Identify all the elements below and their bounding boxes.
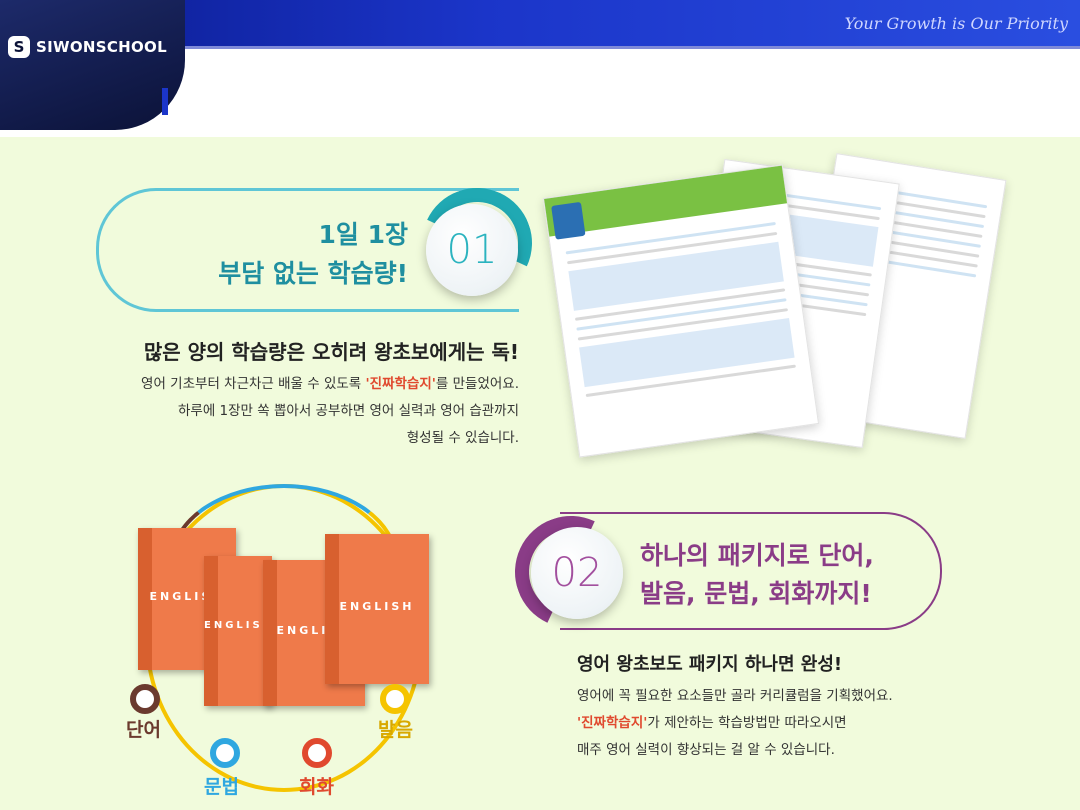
- feature2-subheading: 영어 왕초보도 패키지 하나면 완성!: [577, 654, 843, 675]
- highlight-text: '진짜학습지': [577, 715, 648, 731]
- worksheet-day-tag: [551, 201, 586, 240]
- book-cover-4: ENGLISH: [325, 534, 429, 684]
- feature1-subheading: 많은 양의 학습량은 오히려 왕초보에게는 독!: [143, 340, 519, 364]
- book-title: ENGLISH: [339, 600, 415, 613]
- logo-s-icon: S: [8, 36, 30, 58]
- topic-label-word: 단어: [126, 719, 161, 741]
- topic-dot-pronunciation: [380, 684, 410, 714]
- body-text: 를 만들었어요.: [435, 376, 519, 392]
- feature1-heading-line2: 부담 없는 학습량!: [218, 259, 408, 288]
- topic-label-conversation: 회화: [299, 776, 334, 798]
- slogan-text: Your Growth is Our Priority: [844, 14, 1068, 33]
- feature2-heading-line1: 하나의 패키지로 단어,: [640, 541, 874, 570]
- badge-02-number: 02: [531, 527, 623, 619]
- feature2-body-line3: 매주 영어 실력이 향상되는 걸 알 수 있습니다.: [577, 742, 835, 758]
- worksheet-lines: [565, 215, 797, 404]
- badge-02-frame: [560, 512, 942, 630]
- feature1-body-line1: 영어 기초부터 차근차근 배울 수 있도록 '진짜학습지'를 만들었어요.: [141, 372, 519, 392]
- title-marker: [162, 88, 168, 115]
- feature2-body-line1: 영어에 꼭 필요한 요소들만 골라 커리큘럼을 기획했어요.: [577, 688, 893, 704]
- topic-label-pronunciation: 발음: [378, 719, 413, 741]
- feature1-body-line2: 하루에 1장만 쏙 뽑아서 공부하면 영어 실력과 영어 습관까지: [178, 403, 519, 419]
- topic-label-grammar: 문법: [204, 776, 239, 798]
- badge-01-number: 01: [426, 204, 518, 296]
- topic-dot-word: [130, 684, 160, 714]
- worksheet-image-1: [542, 164, 820, 458]
- body-text: 가 제안하는 학습방법만 따라오시면: [647, 715, 847, 731]
- feature1-body-line3: 형성될 수 있습니다.: [406, 430, 519, 446]
- topic-dot-grammar: [210, 738, 240, 768]
- logo-text: SIWONSCHOOL: [36, 38, 167, 56]
- topic-dot-conversation: [302, 738, 332, 768]
- feature1-heading-line1: 1일 1장: [318, 220, 409, 249]
- badge-01-frame: [96, 188, 519, 312]
- feature2-body-line2: '진짜학습지'가 제안하는 학습방법만 따라오시면: [577, 711, 847, 731]
- book-title: ENGLISH: [149, 590, 225, 603]
- book-cover-2: ENGLISH: [204, 556, 272, 706]
- body-text: 영어 기초부터 차근차근 배울 수 있도록: [141, 376, 366, 392]
- book-title: ENGLISH: [204, 620, 275, 631]
- brand-logo: S SIWONSCHOOL: [8, 36, 167, 58]
- logo-tab: S SIWONSCHOOL: [0, 0, 185, 130]
- highlight-text: '진짜학습지': [365, 376, 436, 392]
- feature2-heading-line2: 발음, 문법, 회화까지!: [640, 579, 872, 608]
- header-divider: [0, 46, 1080, 49]
